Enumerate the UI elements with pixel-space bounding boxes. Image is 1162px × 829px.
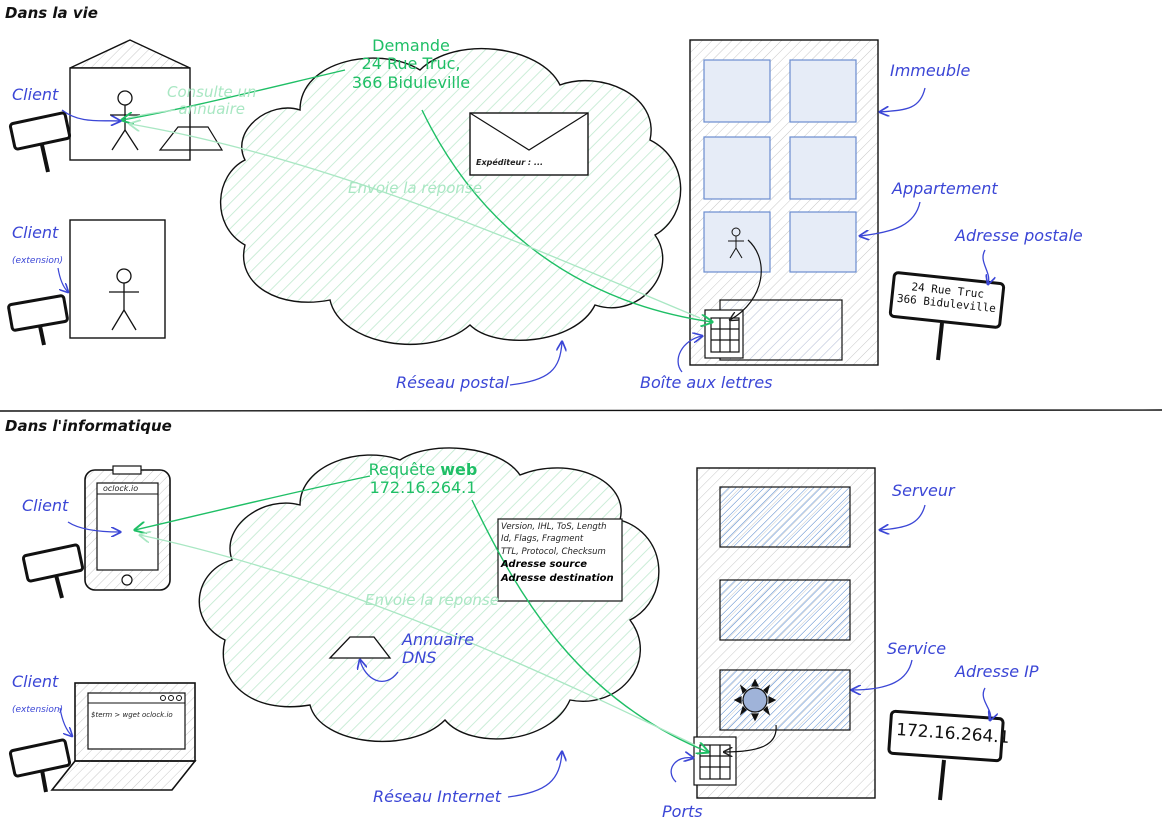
dns-line-2: DNS	[402, 648, 437, 668]
ports-icon	[693, 736, 737, 786]
ip-address-label: Adresse IP	[955, 662, 1039, 681]
dns-annotation-arrow	[360, 660, 399, 682]
client-label: Client	[12, 85, 59, 104]
reply-arrow	[130, 124, 701, 319]
service-label: Service	[887, 639, 947, 658]
client-extension-note: (extension)	[12, 256, 64, 266]
client-annotation-arrow	[67, 521, 120, 532]
gear-service-icon	[733, 678, 777, 722]
packet-destination-address: Adresse destination	[501, 573, 614, 585]
client-label: Client	[22, 496, 69, 515]
dns-label: Annuaire DNS	[402, 630, 475, 668]
mailbox-annotation-arrow	[677, 336, 702, 373]
laptop-icon	[50, 682, 197, 791]
terminal-command-text: $term > wget oclock.io	[91, 711, 173, 719]
envelope-sender-text: Expéditeur : ...	[476, 158, 544, 167]
postal-address-annotation-arrow	[982, 249, 989, 284]
apartment-annotation-arrow	[860, 201, 921, 236]
web-request-bold: web	[440, 460, 478, 479]
stick-figure-icon	[728, 227, 744, 259]
client-extension-label: Client	[12, 223, 59, 242]
client-extension-label: Client	[12, 672, 59, 691]
ip-annotation-arrow	[982, 687, 990, 720]
mailbox-icon	[704, 309, 744, 359]
client-extension-note: (extension)	[12, 705, 64, 715]
client-ext-annotation-arrow	[57, 267, 68, 292]
mailbox-label: Boîte aux lettres	[640, 373, 773, 392]
internet-reply-label: Envoie la réponse	[365, 591, 499, 609]
ip-address-sign-icon	[887, 709, 1005, 801]
envelope-icon	[469, 112, 589, 176]
stick-figure-icon	[109, 268, 139, 331]
apartment-label: Appartement	[892, 179, 998, 198]
request-line-3: 366 Biduleville	[351, 72, 471, 92]
client-sign-icon	[7, 294, 69, 346]
dns-line-1: Annuaire	[402, 630, 475, 649]
consult-line-2: annuaire	[178, 100, 245, 119]
packet-line-2: Id, Flags, Fragment	[501, 534, 584, 545]
internet-network-label: Réseau Internet	[373, 787, 501, 806]
postal-network-label: Réseau postal	[396, 373, 509, 392]
reply-label: Envoie la réponse	[348, 179, 482, 197]
client-sign-icon	[8, 111, 72, 173]
ports-annotation-arrow	[670, 758, 693, 783]
packet-line-1: Version, IHL, ToS, Length	[501, 522, 607, 532]
request-to-mailbox-arrow	[421, 109, 712, 322]
consult-directory-label: Consulte un annuaire	[167, 83, 257, 119]
server-annotation-arrow	[880, 504, 926, 530]
postal-address-sign-icon	[888, 271, 1006, 361]
web-request-arrow	[135, 475, 371, 530]
client-sign-icon	[21, 543, 85, 599]
internet-reply-arrow	[140, 535, 696, 746]
packet-source-address: Adresse source	[501, 558, 588, 570]
apartment-to-mailbox-arrow	[730, 239, 762, 320]
client-sign-icon	[8, 738, 72, 793]
web-request-ip: 172.16.264.1	[369, 478, 477, 498]
packet-header-text: Version, IHL, ToS, Length Id, Flags, Fra…	[501, 521, 614, 587]
postal-request-label: Demande 24 Rue Truc, 366 Biduleville	[346, 36, 476, 92]
consult-line-1: Consulte un	[167, 83, 257, 101]
section-title-life: Dans la vie	[5, 4, 98, 22]
building-label: Immeuble	[890, 61, 971, 80]
consult-arrow	[127, 109, 176, 119]
web-request-prefix: Requête	[368, 460, 441, 479]
section-title-it: Dans l'informatique	[5, 417, 172, 435]
service-to-port-arrow	[724, 724, 777, 752]
request-line-1: Demande	[372, 36, 450, 55]
service-annotation-arrow	[852, 659, 913, 690]
section-divider	[0, 409, 1162, 412]
server-label: Serveur	[892, 481, 955, 500]
ports-label: Ports	[662, 802, 703, 821]
building-annotation-arrow	[880, 87, 926, 112]
web-request-line-1: Requête web	[356, 460, 490, 479]
web-request-label: Requête web 172.16.264.1	[356, 460, 490, 498]
packet-line-3: TTL, Protocol, Checksum	[501, 546, 606, 557]
postal-address-label: Adresse postale	[955, 226, 1083, 245]
client-annotation-arrow	[61, 109, 120, 121]
internet-annotation-arrow	[507, 752, 562, 798]
request-arrow	[122, 69, 346, 120]
request-line-2: 24 Rue Truc,	[361, 54, 461, 74]
server-building-icon	[696, 467, 876, 799]
phone-url-text: oclock.io	[103, 484, 139, 493]
directory-book-icon	[158, 126, 224, 151]
network-annotation-arrow	[509, 342, 562, 386]
dns-directory-icon	[328, 636, 392, 659]
client-ext-annotation-arrow	[59, 707, 72, 736]
